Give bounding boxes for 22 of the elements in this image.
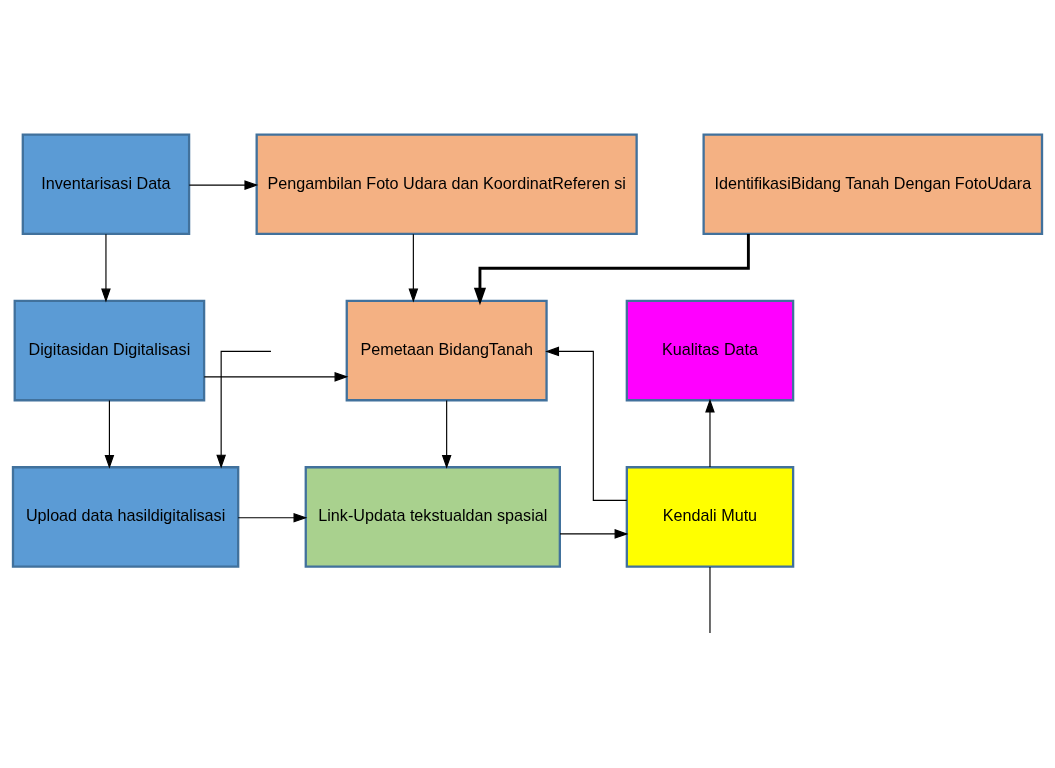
node-box: Pengambilan Foto Udara dan KoordinatReferen si — [255, 132, 638, 235]
arrow — [408, 233, 419, 302]
node-box: Kendali Mutu — [625, 465, 795, 568]
node-box: IdentifikasiBidang Tanah Dengan FotoUdara — [702, 132, 1044, 235]
node-box: Pemetaan BidangTanah — [345, 299, 548, 401]
arrow — [203, 371, 349, 382]
node-box: Kualitas Data — [625, 299, 795, 401]
arrow — [104, 399, 115, 469]
arrow — [237, 512, 308, 523]
arrow — [101, 233, 111, 302]
connector — [709, 565, 711, 634]
node-box: Upload data hasildigitalisasi — [11, 465, 240, 568]
arrow — [559, 528, 629, 539]
arrow — [441, 399, 452, 469]
arrow — [545, 346, 628, 501]
arrow — [188, 179, 259, 190]
node-box: Inventarisasi Data — [21, 132, 191, 235]
arrow — [216, 350, 272, 469]
arrow — [473, 233, 750, 305]
node-box: Digitasidan Digitalisasi — [13, 299, 206, 401]
node-box: Link-Updata tekstualdan spasial — [304, 465, 561, 568]
arrow — [705, 398, 715, 468]
